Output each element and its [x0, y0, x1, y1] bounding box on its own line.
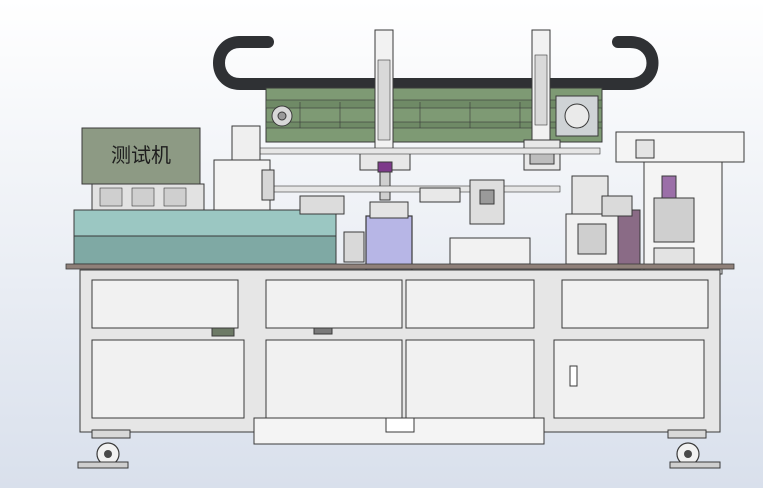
caster-wheel-icon	[667, 429, 721, 469]
gantry-column-left	[359, 29, 411, 201]
base-cabinet	[79, 269, 721, 445]
collection-bin	[365, 201, 413, 275]
tabletop	[65, 263, 735, 270]
left-support-arm	[213, 125, 275, 211]
tester-machine: 测试机	[81, 127, 205, 211]
caster-wheel-icon	[77, 429, 131, 469]
overhead-conveyor	[265, 87, 603, 143]
gantry-column-right	[523, 29, 561, 171]
tester-label: 测试机	[111, 143, 171, 167]
tray-feeder	[73, 195, 345, 265]
cable-chain-icon	[213, 36, 659, 90]
door-handle	[569, 365, 578, 387]
right-housing	[615, 131, 745, 275]
center-mechanisms	[343, 179, 531, 265]
